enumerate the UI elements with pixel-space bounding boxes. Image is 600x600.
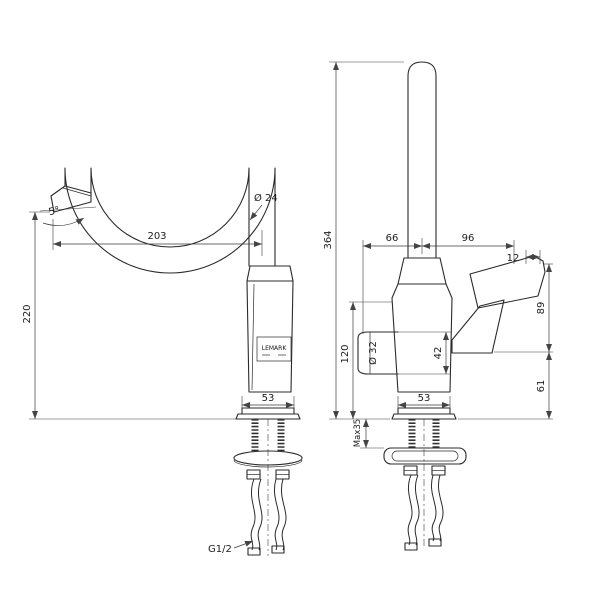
dim-364: 364 (323, 61, 404, 420)
dim-spout-reach: 203 (147, 231, 166, 242)
spout-diameter-label: Ø 24 (249, 192, 278, 221)
supply-hoses (247, 478, 287, 556)
dim-120: 120 (340, 301, 392, 419)
dim-61: 61 (458, 352, 553, 420)
dim-height: 220 (22, 304, 33, 323)
front-body (357, 255, 546, 420)
dim-handle-tip: 12 (507, 253, 520, 264)
dim-body-height: 120 (340, 344, 351, 363)
dim-spout-angle: 5° (48, 205, 62, 218)
dim-12: 12 (507, 250, 541, 264)
dim-53-side: 53 (241, 393, 295, 411)
supply-hoses-front (404, 474, 444, 551)
dim-base-width-side: 53 (262, 393, 275, 404)
spout-outline (50, 167, 276, 274)
side-mounting-hardware (233, 419, 303, 556)
front-mounting-hardware (383, 419, 467, 551)
dim-220: 220 (22, 211, 236, 420)
dim-total-height: 364 (323, 230, 334, 249)
dim-max35: Max35 (353, 419, 384, 449)
dim-spout-diameter: Ø 24 (254, 192, 278, 204)
dim-89: 89 (494, 263, 553, 353)
side-view: 5° Ø 24 203 220 L (22, 167, 303, 556)
angle-annotation: 5° (39, 205, 97, 226)
dim-max-deck-thickness: Max35 (353, 419, 363, 447)
dim-thread-size: G1/2 (208, 544, 232, 555)
dim-42: 42 (398, 331, 451, 375)
dim-outlet-height: 42 (433, 347, 444, 360)
brand-logo-text: LEMARK (262, 345, 288, 352)
dim-outlet-diameter: Ø 32 (367, 341, 379, 365)
dim-spout-offset: 66 (386, 233, 399, 244)
front-view: 364 66 96 12 89 (323, 61, 553, 551)
dim-handle-height: 89 (536, 302, 547, 315)
dim-53-front: 53 (397, 393, 451, 411)
brand-logo: LEMARK (256, 336, 292, 362)
handle-lever (451, 255, 546, 354)
dim-66-96: 66 96 (362, 233, 515, 334)
side-outlet (357, 331, 399, 375)
dim-base-width-front: 53 (418, 393, 431, 404)
dim-handle-offset: 96 (462, 233, 475, 244)
thread-label: G1/2 (208, 540, 254, 555)
dim-203: 203 (52, 219, 263, 256)
riser-pipe (407, 61, 437, 259)
dim-handle-to-base: 61 (536, 380, 547, 393)
